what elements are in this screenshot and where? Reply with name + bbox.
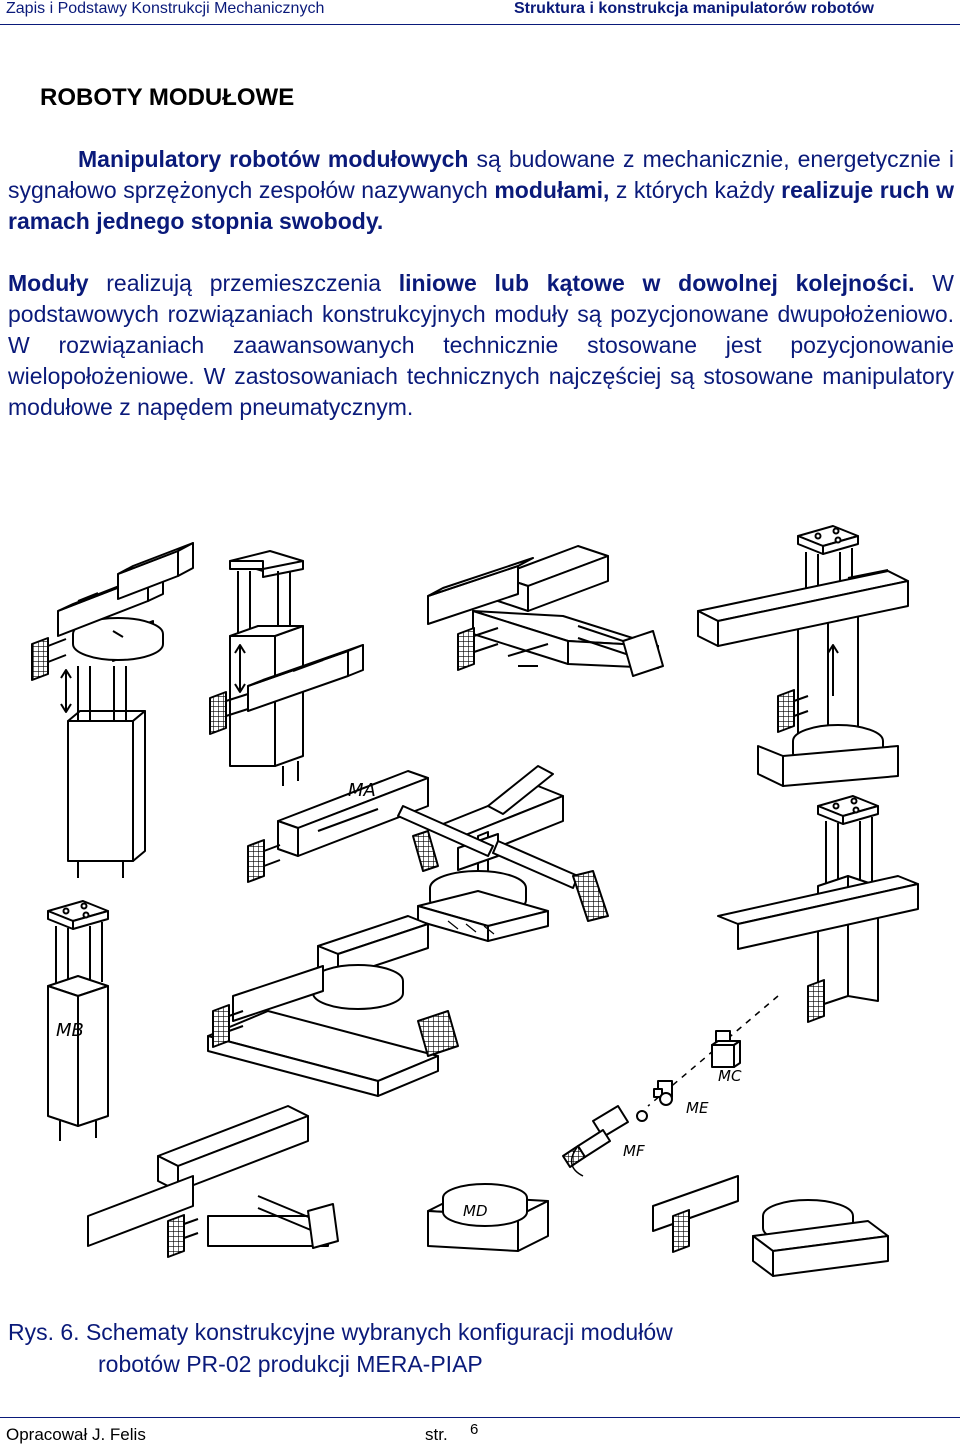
label-ma: MA xyxy=(348,780,376,801)
caption-line-1: Rys. 6. Schematy konstrukcyjne wybranych… xyxy=(8,1319,673,1345)
config-1-drawing xyxy=(31,542,194,878)
config-7-drawing: MB xyxy=(47,900,109,1141)
p1-bold-1: Manipulatory robotów modułowych xyxy=(78,146,469,172)
p2-text-1: realizują przemieszczenia xyxy=(88,270,399,296)
footer-page-number: 6 xyxy=(470,1421,479,1438)
config-5-drawing: MA xyxy=(247,765,564,883)
config-6-drawing xyxy=(397,805,609,942)
p1-text-2: z których każdy xyxy=(609,177,782,203)
label-me: ME xyxy=(686,1099,709,1117)
section-title: ROBOTY MODUŁOWE xyxy=(40,84,295,111)
caption-line-2: robotów PR-02 produkcji MERA-PIAP xyxy=(98,1351,483,1377)
config-3-drawing xyxy=(427,545,664,677)
label-mc: MC xyxy=(718,1067,742,1085)
figure-caption: Rys. 6. Schematy konstrukcyjne wybranych… xyxy=(8,1316,673,1380)
footer-author: Opracował J. Felis xyxy=(6,1425,146,1444)
config-8-drawing xyxy=(207,915,459,1097)
p2-bold-2: liniowe lub kątowe w dowolnej kolejności… xyxy=(398,270,915,296)
p1-bold-2: modułami, xyxy=(494,177,610,203)
label-mf: MF xyxy=(623,1142,645,1160)
config-10-drawing xyxy=(652,795,919,1277)
config-9-drawing xyxy=(87,1105,339,1258)
page-header: Zapis i Podstawy Konstrukcji Mechaniczny… xyxy=(0,0,960,25)
md-module-drawing: MD xyxy=(427,1183,549,1252)
paragraph-2: Moduły realizują przemieszczenia liniowe… xyxy=(8,268,954,423)
label-md: MD xyxy=(463,1202,488,1220)
module-configurations-figure: MA xyxy=(31,525,919,1277)
footer-page-label: str. xyxy=(425,1425,448,1444)
p1-bold-3: realizuje ruch w ramach jednego stopnia … xyxy=(8,177,954,234)
footer-divider xyxy=(0,1417,960,1418)
header-left: Zapis i Podstawy Konstrukcji Mechaniczny… xyxy=(6,0,325,17)
header-right: Struktura i konstrukcja manipulatorów ro… xyxy=(513,0,874,17)
config-2-drawing xyxy=(209,550,364,786)
p2-bold-1: Moduły xyxy=(8,270,89,296)
header-divider xyxy=(0,24,960,25)
exploded-modules-drawing: MC ME MF xyxy=(562,995,779,1177)
p1-text-1: są budowane z mechanicznie, energetyczni… xyxy=(8,146,954,203)
paragraph-1: Manipulatory robotów modułowych są budow… xyxy=(8,144,954,237)
p2-text-2: W podstawowych rozwiązaniach konstrukcyj… xyxy=(8,270,954,420)
config-4-drawing xyxy=(697,525,909,787)
label-mb: MB xyxy=(56,1020,84,1041)
